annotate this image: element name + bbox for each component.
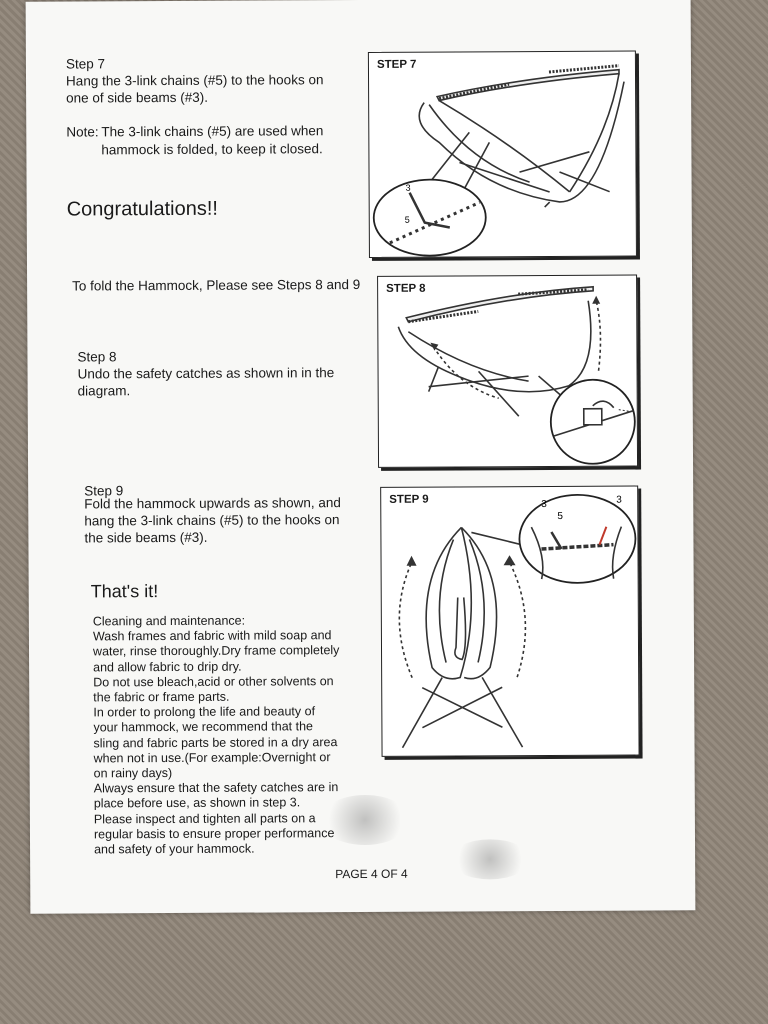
callout-part5: 5 <box>405 215 410 225</box>
step7-note-label: Note: <box>66 124 99 140</box>
maintenance-line: on rainy days) <box>93 766 173 781</box>
ink-smudge <box>319 794 411 846</box>
step7-heading: Step 7 <box>65 56 106 72</box>
maintenance-block: Cleaning and maintenance: Wash frames an… <box>93 613 341 858</box>
hammock-folded-illustration: 3 3 5 <box>398 493 637 749</box>
safety-catch-inset <box>549 378 636 465</box>
step7-note-line2: hammock is folded, to keep it closed. <box>101 141 323 158</box>
maintenance-line: and safety of your hammock. <box>94 841 255 857</box>
maintenance-line: Always ensure that the safety catches ar… <box>93 780 339 796</box>
step7-diagram: STEP 7 <box>367 50 637 258</box>
step7-line2: one of side beams (#3). <box>66 89 209 106</box>
step8-diagram: STEP 8 <box>377 274 639 468</box>
chain-detail-inset: 3 5 <box>372 178 487 257</box>
maintenance-line: sling and fabric parts be stored in a dr… <box>93 734 338 751</box>
hammock-stand-illustration: 3 5 <box>372 64 625 257</box>
maintenance-line: Wash frames and fabric with mild soap an… <box>92 628 332 644</box>
maintenance-line: water, rinse thoroughly.Dry frame comple… <box>92 643 340 659</box>
maintenance-line: Cleaning and maintenance: <box>92 613 246 629</box>
maintenance-line: regular basis to ensure proper performan… <box>93 825 335 842</box>
chain-hook-inset: 3 3 5 <box>518 493 637 584</box>
callout-part5: 5 <box>557 511 563 522</box>
maintenance-line: the fabric or frame parts. <box>93 689 230 705</box>
thats-it-heading: That's it! <box>90 581 159 602</box>
step9-line2: hang the 3-link chains (#5) to the hooks… <box>84 512 340 529</box>
callout-part3-left: 3 <box>541 499 547 510</box>
maintenance-line: In order to prolong the life and beauty … <box>93 704 316 720</box>
maintenance-line: Do not use bleach,acid or other solvents… <box>93 673 334 690</box>
maintenance-line: when not in use.(For example:Overnight o… <box>93 749 331 766</box>
hammock-unfold-illustration <box>397 285 636 465</box>
step7-note-line1: The 3-link chains (#5) are used when <box>101 123 324 140</box>
maintenance-line: Please inspect and tighten all parts on … <box>93 810 316 827</box>
instruction-sheet: Step 7 Hang the 3-link chains (#5) to th… <box>25 0 696 914</box>
maintenance-line: your hammock, we recommend that the <box>93 719 314 735</box>
maintenance-line: and allow fabric to drip dry. <box>93 659 242 675</box>
step7-line1: Hang the 3-link chains (#5) to the hooks… <box>65 72 324 89</box>
callout-part3-right: 3 <box>616 495 622 506</box>
step9-line1: Fold the hammock upwards as shown, and <box>84 495 341 512</box>
step8-line1: Undo the safety catches as shown in in t… <box>77 365 335 382</box>
fold-intro: To fold the Hammock, Please see Steps 8 … <box>72 276 361 294</box>
step9-line3: the side beams (#3). <box>84 529 208 546</box>
callout-part3: 3 <box>406 183 411 193</box>
congratulations-heading: Congratulations!! <box>66 197 218 221</box>
ink-smudge <box>450 839 531 880</box>
step9-diagram: STEP 9 <box>380 485 640 757</box>
page-number: PAGE 4 OF 4 <box>335 866 408 882</box>
maintenance-line: place before use, as shown in step 3. <box>93 795 301 811</box>
step8-heading: Step 8 <box>77 349 117 365</box>
step8-line2: diagram. <box>77 383 131 399</box>
